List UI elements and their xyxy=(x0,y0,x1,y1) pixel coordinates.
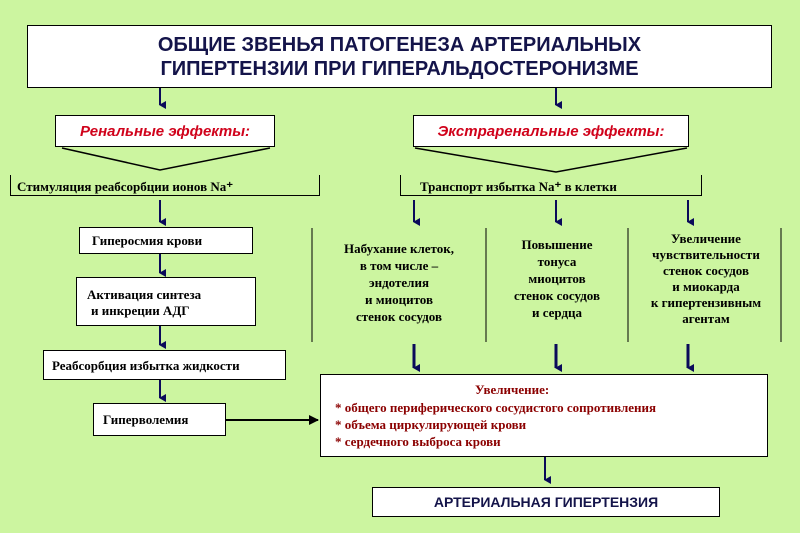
cell-swelling-line-2: в том числе – xyxy=(359,258,439,273)
hypervolemia-box: Гиперволемия xyxy=(93,403,226,436)
adh-activation-line-2: и инкреции АДГ xyxy=(91,303,190,318)
na-transport-into-cells: Транспорт избытка Na⁺ в клетки xyxy=(420,179,617,194)
title-line-2: ГИПЕРТЕНЗИИ ПРИ ГИПЕРАЛЬДОСТЕРОНИЗМЕ xyxy=(160,57,639,80)
cell-swelling-line-5: стенок сосудов xyxy=(356,309,442,324)
renal-bracket xyxy=(10,175,320,196)
tone-increase-line-4: стенок сосудов xyxy=(514,288,600,303)
increase-heading: Увеличение: xyxy=(475,382,550,397)
blood-hyperosmia-label: Гиперосмия крови xyxy=(92,233,203,248)
tone-increase-line-3: миоцитов xyxy=(528,271,586,286)
renal-effects-label: Ренальные эффекты: xyxy=(79,122,251,140)
arterial-hypertension-label: АРТЕРИАЛЬНАЯ ГИПЕРТЕНЗИЯ xyxy=(433,494,659,510)
increase-item-blood-volume: * объема циркулирующей крови xyxy=(335,417,527,432)
na-reabsorption-stimulation: Стимуляция реабсорбции ионов Na⁺ xyxy=(17,179,234,194)
cell-swelling-text: Набухание клеток, в том числе – эндотели… xyxy=(316,240,482,325)
cell-swelling-line-4: и миоцитов xyxy=(365,292,433,307)
extrarenal-effects-box: Экстраренальные эффекты: xyxy=(413,115,689,147)
sensitivity-line-5: к гипертензивным xyxy=(650,295,762,310)
tone-increase-text: Повышение тонуса миоцитов стенок сосудов… xyxy=(490,236,624,321)
sensitivity-line-1: Увеличение xyxy=(671,231,741,246)
increase-box: Увеличение: * общего периферического сос… xyxy=(320,374,768,457)
renal-effects-box: Ренальные эффекты: xyxy=(55,115,275,147)
blood-hyperosmia-box: Гиперосмия крови xyxy=(79,227,253,254)
sensitivity-line-2: чувствительности xyxy=(652,247,760,262)
sensitivity-increase-text: Увеличение чувствительности стенок сосуд… xyxy=(632,231,780,327)
sensitivity-line-6: агентам xyxy=(682,311,730,326)
increase-item-resistance: * общего периферического сосудистого соп… xyxy=(335,400,657,415)
hypervolemia-label: Гиперволемия xyxy=(103,412,189,427)
cell-swelling-line-3: эндотелия xyxy=(369,275,429,290)
adh-activation-box: Активация синтеза и инкреции АДГ xyxy=(76,277,256,326)
tone-increase-line-1: Повышение xyxy=(521,237,593,252)
sensitivity-line-4: и миокарда xyxy=(672,279,740,294)
tone-increase-line-2: тонуса xyxy=(537,254,577,269)
fluid-reabsorption-label: Реабсорбция избытка жидкости xyxy=(52,358,240,373)
tone-increase-line-5: и сердца xyxy=(531,305,583,320)
diagram-title: ОБЩИЕ ЗВЕНЬЯ ПАТОГЕНЕЗА АРТЕРИАЛЬНЫХ ГИП… xyxy=(27,25,772,88)
arterial-hypertension-box: АРТЕРИАЛЬНАЯ ГИПЕРТЕНЗИЯ xyxy=(372,487,720,517)
fluid-reabsorption-box: Реабсорбция избытка жидкости xyxy=(43,350,286,380)
cell-swelling-line-1: Набухание клеток, xyxy=(344,241,454,256)
extrarenal-bracket xyxy=(400,175,702,196)
extrarenal-effects-label: Экстраренальные эффекты: xyxy=(437,122,665,140)
adh-activation-line-1: Активация синтеза xyxy=(87,287,202,302)
increase-item-cardiac-output: * сердечного выброса крови xyxy=(335,434,501,449)
title-line-1: ОБЩИЕ ЗВЕНЬЯ ПАТОГЕНЕЗА АРТЕРИАЛЬНЫХ xyxy=(157,33,642,56)
sensitivity-line-3: стенок сосудов xyxy=(663,263,749,278)
